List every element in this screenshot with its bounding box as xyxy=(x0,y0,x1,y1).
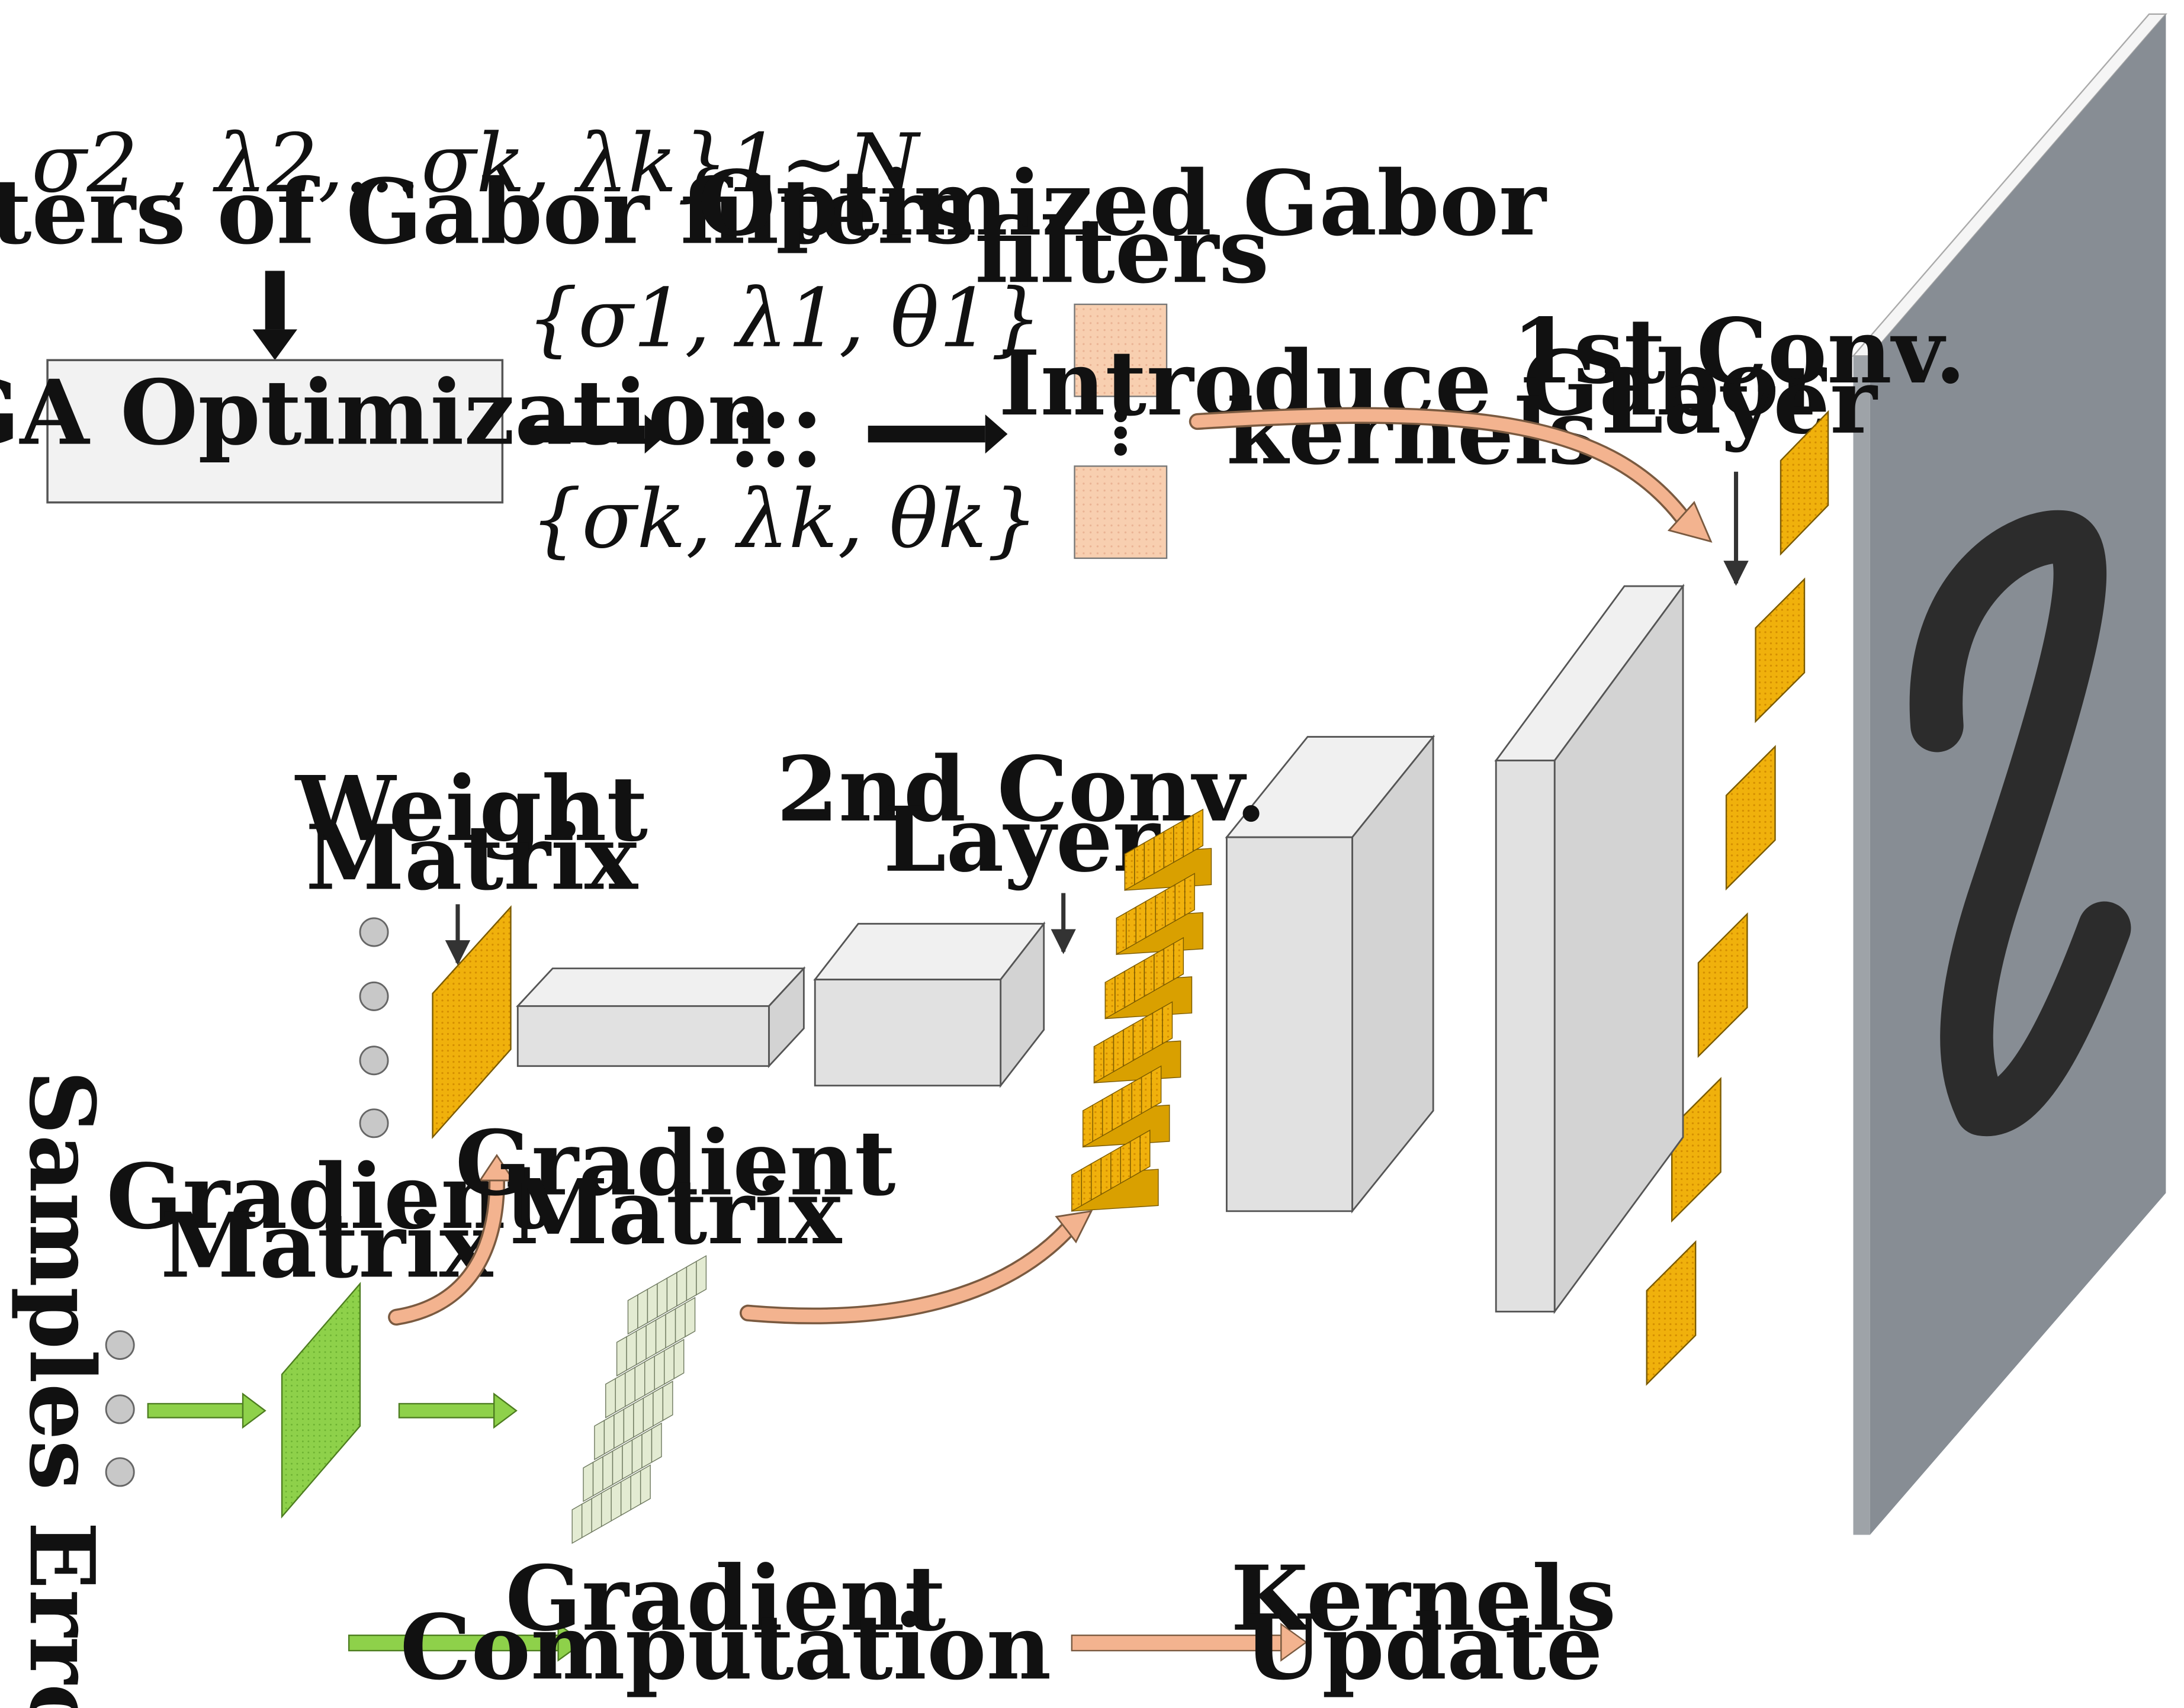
dots-line-1: ... xyxy=(729,343,823,448)
arrow-mpga-to-params xyxy=(525,414,667,454)
introduce-kernels-arrow xyxy=(1189,407,1713,543)
output-node xyxy=(359,1108,389,1138)
samples-error-label: Samples Error xyxy=(9,1070,115,1708)
feature-block-1 xyxy=(1494,583,1685,1314)
feature-block-4 xyxy=(516,966,806,1069)
vertical-ellipsis-icon xyxy=(1114,409,1127,456)
output-node xyxy=(359,917,389,947)
gradient-a-label-line1: Gradient xyxy=(106,1144,547,1249)
conv1-kernel xyxy=(1755,577,1806,723)
legend-gradient-arrow xyxy=(348,1623,585,1662)
gradient-arrow-matrix-to-stack xyxy=(398,1392,518,1429)
conv1-label-line2: Layer xyxy=(1601,349,1878,454)
feature-block-2 xyxy=(1225,734,1435,1214)
input-image-plane xyxy=(1851,13,2167,1535)
conv1-kernel xyxy=(1725,745,1776,891)
gradient-arrow-error-to-matrix xyxy=(147,1392,266,1429)
gabor-filter-top xyxy=(1074,303,1168,397)
conv1-kernel xyxy=(1697,912,1748,1059)
weight-label-line2: Matrix xyxy=(306,805,638,910)
optimized-label-line2: filters xyxy=(975,198,1269,303)
update-arrow-to-weight xyxy=(388,1153,515,1326)
digit-two-stroke xyxy=(1909,510,2131,1137)
params-set-label: {σ1, λ1, σ2 , λ2,...σk, λk}1~N xyxy=(0,117,921,211)
conv2-label-line2: Layer xyxy=(884,787,1161,892)
legend-update-arrow xyxy=(1071,1623,1308,1662)
gradient-a-label-line2: Matrix xyxy=(160,1193,493,1298)
gradient-kernel-stacks xyxy=(571,1255,707,1544)
gabor-filter-bottom xyxy=(1074,465,1168,559)
optimized-label-line1: Optimized Gabor xyxy=(698,150,1547,256)
legend-gradient-label-line1: Gradient xyxy=(505,1546,946,1651)
mpga-box xyxy=(46,359,504,504)
legend-kernels-label-line1: Kernels xyxy=(1231,1546,1616,1651)
mpga-label: MPGA Optimization xyxy=(0,360,772,465)
output-node xyxy=(359,1046,389,1076)
gradient-b-label-line1: Gradient xyxy=(455,1110,896,1215)
legend-gradient-label-line2: Computation xyxy=(400,1594,1052,1700)
conv1-kernel xyxy=(1780,410,1829,556)
output-node xyxy=(359,981,389,1011)
legend: Gradient Computation Kernels Update xyxy=(348,1546,1616,1700)
legend-kernels-label-line2: Update xyxy=(1244,1594,1603,1700)
params-title: Parameters of Gabor filters xyxy=(0,159,975,264)
error-nodes xyxy=(105,1330,135,1487)
error-node xyxy=(105,1330,135,1360)
conv1-label-line1: 1st Conv. xyxy=(1512,298,1966,404)
output-nodes xyxy=(359,917,389,1138)
conv1-kernel xyxy=(1646,1240,1697,1386)
theta-first-label: {σ1, λ1, θ1} xyxy=(526,272,1042,366)
gradient-matrix-green xyxy=(281,1282,361,1519)
error-node xyxy=(105,1394,135,1424)
conv1-kernel xyxy=(1671,1077,1721,1223)
arrow-params-to-filters xyxy=(868,414,1008,454)
feature-block-3 xyxy=(813,921,1046,1088)
weight-matrix xyxy=(432,905,512,1139)
error-node xyxy=(105,1457,135,1487)
dots-line-2: ... xyxy=(729,382,823,487)
theta-last-label: {σk, λk, θk} xyxy=(530,472,1038,567)
down-arrow-to-mpga xyxy=(252,271,297,361)
weight-label-line1: Weight xyxy=(294,756,648,861)
update-arrow-to-conv2 xyxy=(739,1210,1093,1324)
conv1-kernels xyxy=(1646,410,1829,1386)
gradient-b-label-line2: Matrix xyxy=(509,1159,842,1265)
